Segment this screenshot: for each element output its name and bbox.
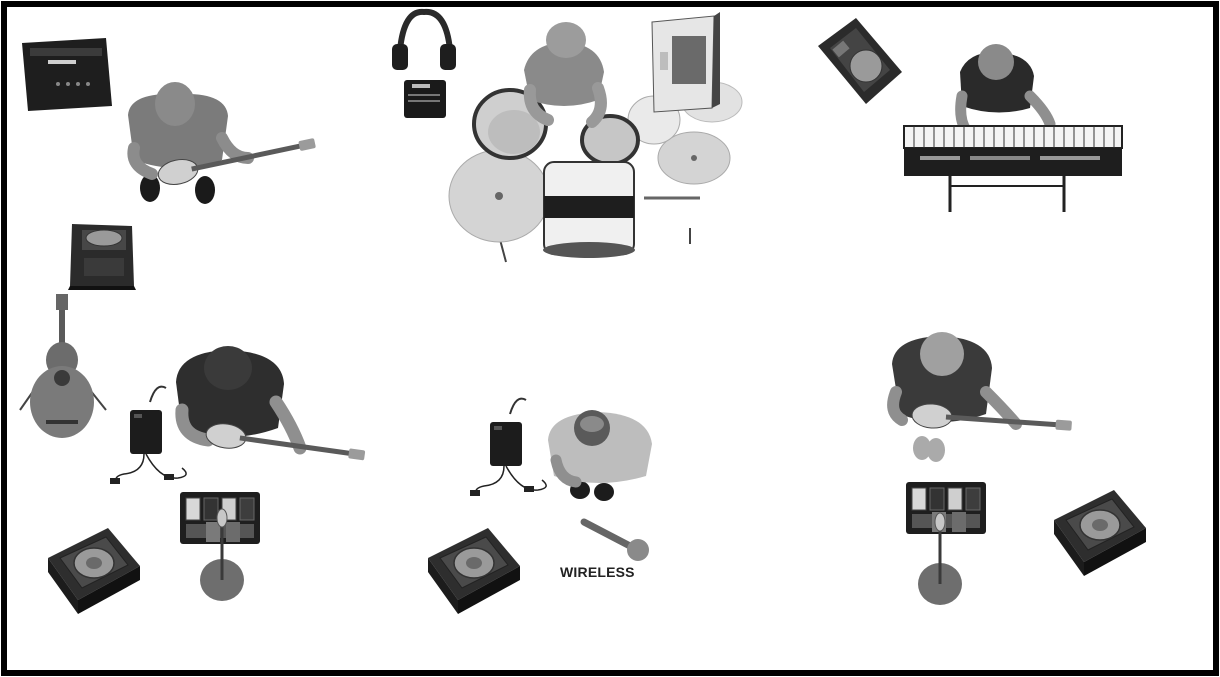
- pedalboard-right: [906, 482, 986, 534]
- wireless-caption: WIRELESS: [560, 564, 635, 580]
- monitor-wedge-left: [68, 224, 136, 290]
- di-box: [404, 80, 446, 118]
- laptop: [652, 12, 720, 112]
- guitar-amp: [22, 38, 112, 111]
